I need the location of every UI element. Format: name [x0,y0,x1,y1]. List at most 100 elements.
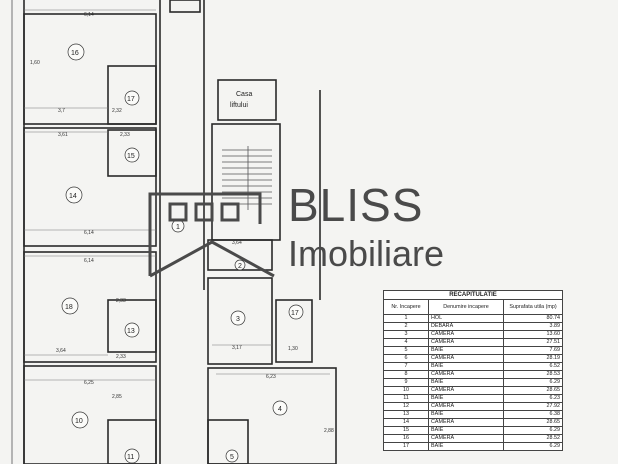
dim-label: 3,64 [56,348,66,354]
area-cell: 6.29 [503,378,563,387]
room-18-outline [23,251,157,363]
elevator-label-line1: Casa [236,91,252,98]
area-cell: 6.29 [503,442,563,451]
room-10-outline [23,365,157,464]
room-number-cell: 3 [383,330,429,339]
room-number-cell: 9 [383,378,429,387]
room-name-cell: BAIE [428,378,504,387]
dim-label: 1,60 [30,60,40,66]
bath-15-outline [107,129,157,177]
room-name-cell: CAMERA [428,370,504,379]
room-number-cell: 16 [383,434,429,443]
room-name-cell: BAIE [428,426,504,435]
header-room-number: Nr. Incapere [383,299,429,315]
room-name-cell: CAMERA [428,418,504,427]
room-label: 14 [69,193,77,200]
dim-label: 1,30 [288,346,298,352]
room-label: 17 [127,96,135,103]
area-cell: 28.65 [503,418,563,427]
room-name-cell: CAMERA [428,434,504,443]
recap-table: RECAPITULATIE Nr. Incapere Denumire inca… [383,290,563,451]
header-area: Suprafata utila (mp) [503,299,563,315]
dim-label: 6,14 [84,230,94,236]
area-cell: 13.60 [503,330,563,339]
dim-label: 2,85 [112,394,122,400]
dim-label: 3,17 [232,345,242,351]
room-number-cell: 6 [383,354,429,363]
room-label: 4 [278,406,282,413]
bath-5-outline [207,419,249,464]
area-cell: 28.65 [503,386,563,395]
room-number-cell: 8 [383,370,429,379]
dim-label: 3,7 [58,108,65,114]
room-label: 10 [75,418,83,425]
room-number-cell: 4 [383,338,429,347]
bath-13-outline [107,299,157,353]
area-cell: 6.23 [503,394,563,403]
bath-17-outline [107,65,157,125]
header-room-name: Denumire incapere [428,299,504,315]
room-name-cell: CAMERA [428,386,504,395]
dimension-lines [24,9,330,381]
dim-label: 6,23 [266,374,276,380]
house-logo-icon [148,192,275,278]
room-name-cell: CAMERA [428,338,504,347]
room-marker-17: 17 [124,90,140,106]
area-cell: 6.52 [503,362,563,371]
dim-label: 6,25 [84,380,94,386]
bath-11-outline [107,419,157,464]
dim-label: 2,33 [116,354,126,360]
area-cell: 6.38 [503,410,563,419]
room-label: 3 [236,316,240,323]
room-label: 11 [127,454,134,461]
room-number-cell: 13 [383,410,429,419]
room-name-cell: BAIE [428,362,504,371]
dim-label: 3,61 [58,132,68,138]
room-marker-2: 2 [234,259,246,271]
dim-label: 3,64 [232,240,242,246]
room-marker-11: 11 [124,448,140,464]
room-name-cell: BAIE [428,394,504,403]
room-number-cell: 14 [383,418,429,427]
room-marker-17b: 17 [288,304,304,320]
dim-label: 2,88 [324,428,334,434]
room-name-cell: BAIE [428,442,504,451]
room-number-cell: 5 [383,346,429,355]
area-cell: 80.74 [503,314,563,323]
room-label: 15 [127,153,135,160]
room-name-cell: BAIE [428,346,504,355]
room-number-cell: 17 [383,442,429,451]
area-cell: 7.69 [503,346,563,355]
elevator-room [217,79,277,121]
recap-header-row: Nr. Incapere Denumire incapere Suprafata… [383,299,563,315]
room-number-cell: 2 [383,322,429,331]
room-name-cell: CAMERA [428,402,504,411]
room-label: 18 [65,304,73,311]
area-cell: 27.51 [503,338,563,347]
room-marker-16: 16 [67,43,85,61]
dim-label: 2,32 [112,108,122,114]
area-cell: 28.52 [503,434,563,443]
room-number-cell: 10 [383,386,429,395]
elevator-label-line2: liftului [230,102,248,109]
area-cell: 28.19 [503,354,563,363]
room-marker-14: 14 [65,186,83,204]
room-number-cell: 11 [383,394,429,403]
room-name-cell: DEBARA [428,322,504,331]
room-marker-3: 3 [230,310,246,326]
room-name-cell: CAMERA [428,354,504,363]
room-name-cell: BAIE [428,410,504,419]
room-label: 17 [291,310,299,317]
